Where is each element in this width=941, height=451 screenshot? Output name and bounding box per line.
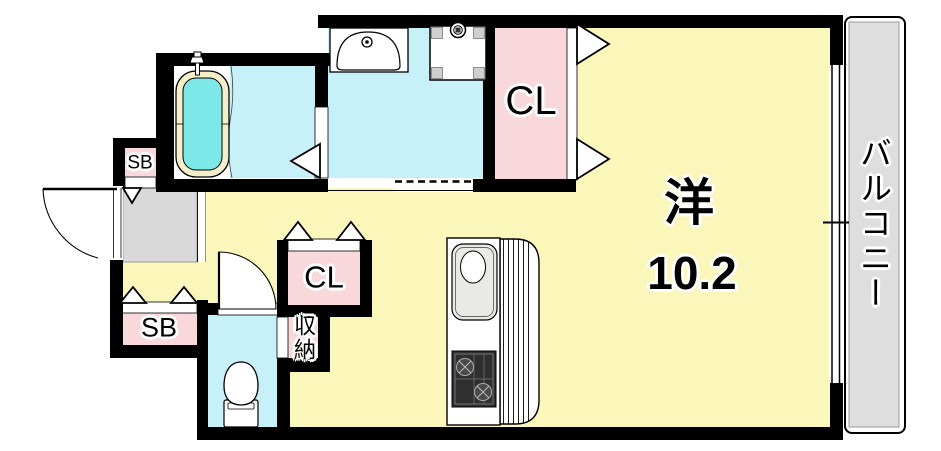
shoe-box-lower-label: SB	[140, 312, 178, 343]
entry-floor	[122, 186, 206, 263]
main-room-size: 10.2	[647, 247, 737, 299]
storage-label: 収納	[291, 314, 316, 362]
shoe-box-lower-door-mark	[169, 285, 199, 304]
shoe-box-lower-floor	[123, 312, 197, 345]
entrance-door	[42, 186, 123, 260]
stove	[451, 350, 497, 408]
closet-upper-door-mark	[576, 137, 611, 181]
shoe-box-upper-label: SB	[127, 152, 153, 174]
toilet	[223, 361, 259, 428]
storage-floor	[288, 317, 318, 358]
main-room-label: 洋	[664, 175, 714, 231]
balcony-label: バルコニー	[856, 136, 892, 312]
washbasin	[329, 27, 409, 73]
closet-upper-label: CL	[505, 79, 557, 123]
closet-lower-label: CL	[304, 259, 344, 295]
closet-lower-door-mark	[335, 220, 367, 241]
toilet-door	[217, 251, 277, 310]
washing-machine-pan	[429, 21, 487, 81]
closet-lower-door-mark	[282, 220, 314, 241]
bathtub	[175, 51, 230, 178]
kitchen-sink	[451, 243, 498, 321]
tub-faucet-icon	[189, 51, 205, 76]
balcony-area	[844, 16, 906, 434]
washroom-open-boundary	[328, 179, 473, 192]
door-fold-marks	[118, 22, 611, 304]
closet-upper-door-mark	[576, 22, 611, 66]
bathroom-door-mark	[289, 142, 321, 180]
closet-lower-floor	[288, 250, 360, 305]
kitchen-unit	[446, 237, 540, 426]
shoe-box-upper-door-mark	[121, 187, 143, 205]
balcony-window	[823, 65, 849, 383]
closet-upper-floor	[495, 28, 568, 179]
shoe-box-upper-floor	[125, 148, 156, 178]
shoe-box-lower-door-mark	[118, 285, 148, 304]
